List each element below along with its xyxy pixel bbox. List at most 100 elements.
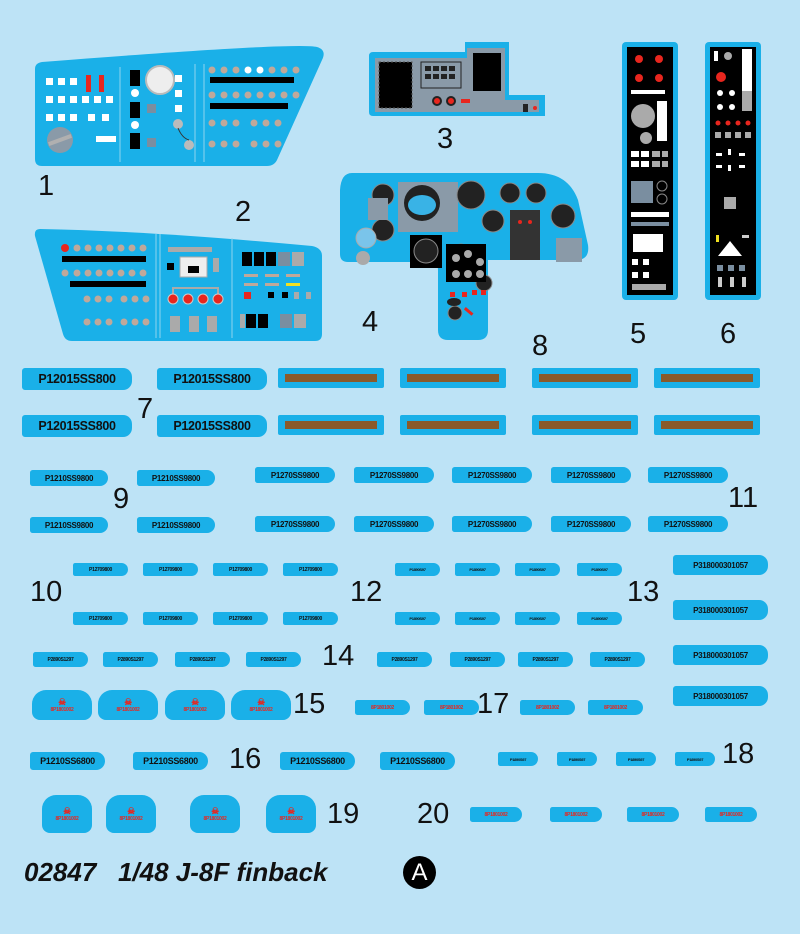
stencil-text: P1270SS9800 <box>270 519 320 529</box>
stencil-text: P2890S1297 <box>47 656 74 663</box>
stencil-decal: P1890S97 <box>515 612 560 625</box>
decal-group-number: 19 <box>327 798 360 830</box>
sheet-title: 02847 1/48 J-8F finback <box>24 857 328 887</box>
stencil-decal: P1890S97 <box>498 752 538 766</box>
decal-group-number: 8 <box>532 330 549 362</box>
stencil-text: P318000301057 <box>693 650 748 660</box>
stencil-text: P12709800 <box>159 566 182 573</box>
stencil-decal: P12709800 <box>73 563 128 576</box>
stencil-decal: P2890S1297 <box>590 652 645 667</box>
stencil-text: P1210SS9800 <box>151 473 201 483</box>
panel-6-decal <box>705 42 761 300</box>
stencil-decal: P1890S97 <box>455 563 500 576</box>
stencil-text: P1210SS6800 <box>40 756 95 766</box>
decal-group-number: 10 <box>30 576 63 608</box>
stencil-decal: ☠8P1801002 <box>32 690 92 720</box>
warning-symbol-icon: ☠ <box>58 696 66 707</box>
stencil-text: P2890S1297 <box>464 656 491 663</box>
brown-stripe-decal <box>654 415 760 435</box>
stencil-decal: 8P1801002 <box>588 700 643 715</box>
decal-group-number: 7 <box>137 393 154 425</box>
stencil-decal: P1890S97 <box>577 612 622 625</box>
stencil-decal: P2890S1297 <box>33 652 88 667</box>
stencil-decal: P1270SS9800 <box>354 516 434 532</box>
sheet-letter-badge: A <box>403 856 436 889</box>
panel-3-decal <box>369 42 545 116</box>
stripe-fill <box>407 374 499 382</box>
stencil-text: 8P1801002 <box>564 811 588 818</box>
brown-stripe-decal <box>532 415 638 435</box>
stencil-text: 8P1801002 <box>183 706 207 713</box>
stencil-text: P1210SS9800 <box>44 520 94 530</box>
stencil-text: P1890S97 <box>627 756 645 762</box>
stencil-decal: P1890S97 <box>515 563 560 576</box>
warning-symbol-icon: ☠ <box>287 805 295 816</box>
stencil-text: P2890S1297 <box>189 656 216 663</box>
stripe-fill <box>407 421 499 429</box>
stencil-decal: ☠8P1801002 <box>42 795 92 833</box>
stencil-text: 8P1801002 <box>536 704 559 711</box>
stencil-decal: P1210SS9800 <box>30 517 108 533</box>
stripe-fill <box>661 421 753 429</box>
stripe-fill <box>661 374 753 382</box>
stencil-decal: 8P1801002 <box>470 807 522 822</box>
stencil-decal: 8P1801002 <box>520 700 575 715</box>
stencil-text: P12015SS800 <box>38 419 116 433</box>
stencil-text: P1890S97 <box>409 567 426 572</box>
stencil-decal: P12015SS800 <box>157 415 267 437</box>
stripe-fill <box>539 421 631 429</box>
stencil-text: P12015SS800 <box>173 419 251 433</box>
stencil-decal: P2890S1297 <box>246 652 301 667</box>
stencil-text: P1210SS6800 <box>143 756 198 766</box>
stencil-decal: 8P1801002 <box>627 807 679 822</box>
stencil-decal: P1890S97 <box>616 752 656 766</box>
stencil-decal: P12015SS800 <box>157 368 267 390</box>
brown-stripe-decal <box>654 368 760 388</box>
stencil-text: P12709800 <box>159 615 182 622</box>
decal-group-number: 15 <box>293 688 326 720</box>
stencil-decal: P12709800 <box>213 612 268 625</box>
warning-symbol-icon: ☠ <box>211 805 219 816</box>
stencil-text: P1210SS9800 <box>151 520 201 530</box>
panel-5-decal <box>622 42 678 300</box>
stencil-text: P318000301057 <box>693 691 748 701</box>
stencil-text: 8P1801002 <box>119 815 143 822</box>
panel-4-decal <box>340 173 589 340</box>
stencil-text: P12709800 <box>299 615 322 622</box>
stencil-text: P12709800 <box>89 566 112 573</box>
warning-symbol-icon: ☠ <box>63 805 71 816</box>
decal-group-number: 11 <box>728 482 759 514</box>
stencil-decal: P1210SS9800 <box>30 470 108 486</box>
decal-group-number: 17 <box>477 688 510 720</box>
decal-group-number: 14 <box>322 640 355 672</box>
stencil-text: 8P1801002 <box>641 811 665 818</box>
stencil-text: P12709800 <box>89 615 112 622</box>
stencil-decal: P1210SS6800 <box>380 752 455 770</box>
stencil-decal: P1890S97 <box>395 612 440 625</box>
stripe-fill <box>285 421 377 429</box>
stencil-text: P318000301057 <box>693 605 748 615</box>
stencil-decal: 8P1801002 <box>550 807 602 822</box>
panel-number-label: 6 <box>720 318 737 350</box>
stencil-text: P1890S97 <box>591 616 608 621</box>
stencil-decal: P12709800 <box>283 563 338 576</box>
stencil-text: P2890S1297 <box>260 656 287 663</box>
stencil-decal: P2890S1297 <box>377 652 432 667</box>
stencil-decal: P12709800 <box>283 612 338 625</box>
panel-1-decal <box>35 46 324 166</box>
stencil-decal: P1270SS9800 <box>648 467 728 483</box>
stencil-text: P1890S97 <box>409 616 426 621</box>
stencil-text: 8P1801002 <box>249 706 273 713</box>
stencil-decal: P1270SS9800 <box>255 516 335 532</box>
stencil-decal: P1270SS9800 <box>255 467 335 483</box>
stencil-decal: P12015SS800 <box>22 415 132 437</box>
brown-stripe-decal <box>400 368 506 388</box>
stencil-decal: P1210SS6800 <box>280 752 355 770</box>
stencil-text: 8P1801002 <box>371 704 394 711</box>
stencil-text: 8P1801002 <box>116 706 140 713</box>
stencil-text: 8P1801002 <box>719 811 743 818</box>
stencil-text: 8P1801002 <box>484 811 508 818</box>
stencil-decal: P1890S97 <box>675 752 715 766</box>
stencil-text: P1270SS9800 <box>467 519 517 529</box>
warning-symbol-icon: ☠ <box>257 696 265 707</box>
